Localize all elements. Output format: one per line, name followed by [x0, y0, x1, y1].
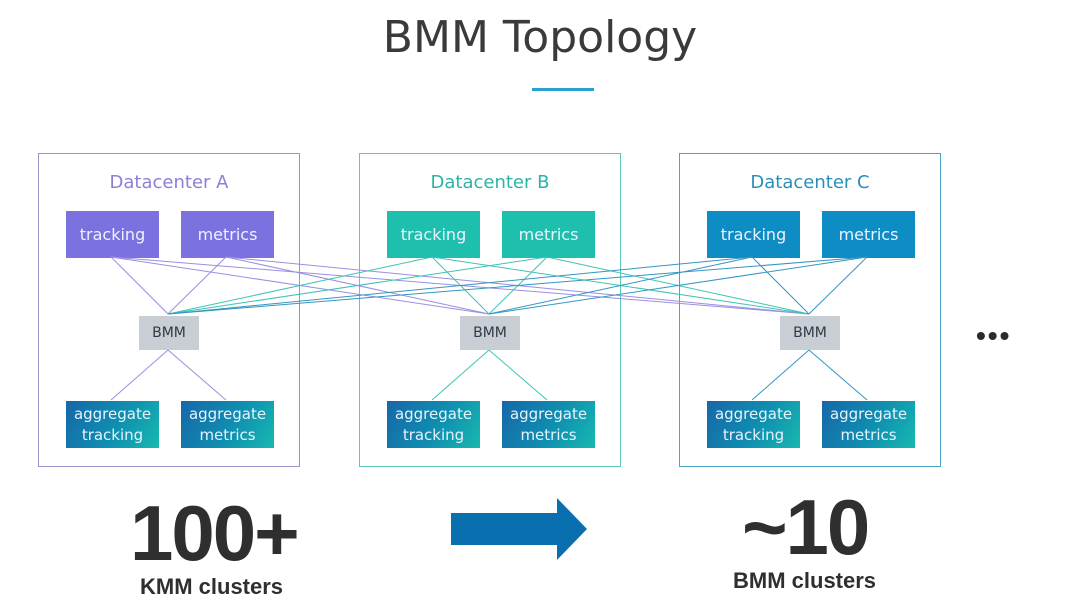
- aggregate-metrics-line1: aggregate: [188, 404, 267, 423]
- aggregate-metrics-box: aggregate metrics: [181, 401, 274, 448]
- tracking-source-box: tracking: [66, 211, 159, 258]
- aggregate-metrics-box: aggregate metrics: [822, 401, 915, 448]
- aggregate-tracking-line1: aggregate: [714, 404, 793, 423]
- aggregate-tracking-line2: tracking: [81, 425, 144, 444]
- more-datacenters-ellipsis-icon: •••: [976, 320, 1012, 351]
- aggregate-tracking-line1: aggregate: [73, 404, 152, 423]
- metrics-source-box: metrics: [822, 211, 915, 258]
- kmm-cluster-count: 100+: [130, 489, 300, 577]
- bmm-node: BMM: [460, 316, 520, 350]
- aggregate-tracking-box: aggregate tracking: [66, 401, 159, 448]
- tracking-source-box: tracking: [707, 211, 800, 258]
- datacenter-label: Datacenter A: [109, 172, 229, 193]
- right-arrow-icon: [451, 498, 587, 560]
- datacenter-label: Datacenter B: [430, 172, 550, 193]
- aggregate-metrics-box: aggregate metrics: [502, 401, 595, 448]
- bmm-node: BMM: [139, 316, 199, 350]
- bmm-cluster-caption: BMM clusters: [733, 568, 877, 593]
- aggregate-metrics-line2: metrics: [840, 425, 897, 444]
- datacenter-a-panel: Datacenter A tracking metrics BMM aggreg…: [38, 153, 300, 467]
- bmm-node: BMM: [780, 316, 840, 350]
- aggregate-metrics-line1: aggregate: [829, 404, 908, 423]
- aggregate-metrics-line2: metrics: [199, 425, 256, 444]
- aggregate-tracking-line2: tracking: [722, 425, 785, 444]
- datacenter-b-panel: Datacenter B tracking metrics BMM aggreg…: [359, 153, 621, 467]
- page-title: BMM Topology: [382, 12, 698, 63]
- metrics-source-box: metrics: [181, 211, 274, 258]
- kmm-cluster-caption: KMM clusters: [140, 574, 284, 599]
- aggregate-tracking-box: aggregate tracking: [707, 401, 800, 448]
- aggregate-tracking-box: aggregate tracking: [387, 401, 480, 448]
- datacenter-label: Datacenter C: [750, 172, 870, 193]
- aggregate-tracking-line2: tracking: [402, 425, 465, 444]
- title-underline: [532, 88, 594, 91]
- aggregate-metrics-line2: metrics: [520, 425, 577, 444]
- datacenter-c-panel: Datacenter C tracking metrics BMM aggreg…: [679, 153, 941, 467]
- bmm-cluster-count: ~10: [742, 483, 870, 571]
- metrics-source-box: metrics: [502, 211, 595, 258]
- aggregate-tracking-line1: aggregate: [394, 404, 473, 423]
- tracking-source-box: tracking: [387, 211, 480, 258]
- aggregate-metrics-line1: aggregate: [509, 404, 588, 423]
